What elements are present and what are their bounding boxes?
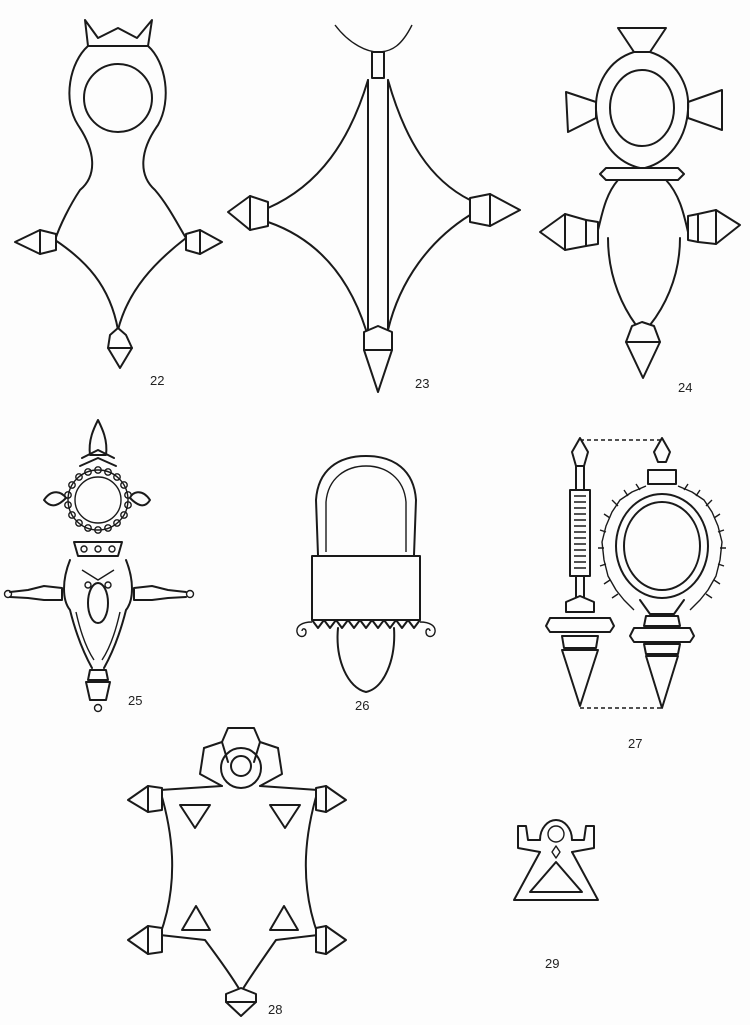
figure-27: 27 (545, 437, 726, 751)
pendant-amulet-case-icon (296, 455, 436, 693)
figure-number: 22 (150, 373, 164, 388)
figure-24: 24 (539, 27, 741, 395)
cross-pendant-beaded-icon (3, 419, 195, 713)
figure-29: 29 (513, 819, 599, 971)
figure-number: 24 (678, 380, 692, 395)
cross-pendant-ring-top-icon (14, 19, 223, 369)
cross-pendant-oval-ring-icon (539, 27, 741, 379)
pendant-side-and-front-view-icon (545, 437, 726, 709)
figure-22: 22 (14, 19, 223, 388)
figure-number: 29 (545, 956, 559, 971)
figure-23: 23 (227, 24, 521, 393)
figure-25: 25 (3, 419, 195, 713)
figure-26: 26 (296, 455, 436, 713)
figure-number: 25 (128, 693, 142, 708)
figure-number: 28 (268, 1002, 282, 1017)
bead-ring (64, 466, 132, 534)
figure-number: 27 (628, 736, 642, 751)
cross-pendant-shield-icon (127, 727, 347, 1017)
pendant-small-figure-icon (513, 819, 599, 901)
figure-28: 28 (127, 727, 347, 1017)
cross-pendant-diamond-icon (227, 24, 521, 393)
figure-number: 23 (415, 376, 429, 391)
figure-number: 26 (355, 698, 369, 713)
